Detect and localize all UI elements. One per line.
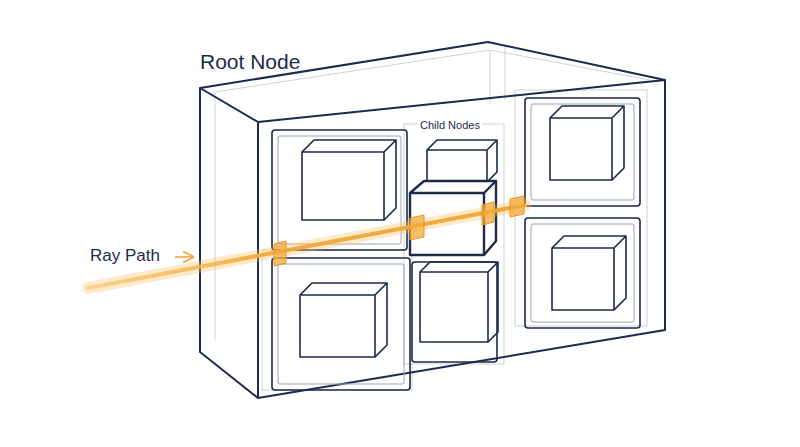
ray-glow xyxy=(88,205,525,288)
guide-line xyxy=(215,92,216,340)
child-box xyxy=(427,140,497,182)
ray-path xyxy=(88,205,525,288)
ray-path-label: Ray Path xyxy=(90,246,160,266)
child-cell-inner xyxy=(278,264,404,384)
child-cell-inner xyxy=(531,224,634,322)
ray-hit-patch xyxy=(510,196,524,217)
child-box xyxy=(550,106,624,180)
child-nodes-label: Child Nodes xyxy=(418,119,482,131)
child-box xyxy=(302,140,396,220)
root-node: Root Node xyxy=(200,50,666,400)
ray-hit-patch xyxy=(482,202,494,225)
child-cell xyxy=(525,98,640,206)
ray-hit-patch xyxy=(274,241,286,266)
ray-label-arrow xyxy=(175,256,192,258)
child-box xyxy=(420,262,498,342)
child-cell-inner xyxy=(531,104,634,200)
child-box xyxy=(552,236,626,310)
ray-hit-patch xyxy=(410,215,424,240)
child-cell xyxy=(525,218,640,328)
guide-cell xyxy=(262,250,412,390)
root-box-edge xyxy=(200,80,665,398)
guide-cell xyxy=(404,124,504,364)
child-cell xyxy=(272,258,410,390)
child-box xyxy=(300,283,387,357)
guide-line xyxy=(490,47,505,104)
child-cell xyxy=(412,262,497,362)
node-heading: Root Node xyxy=(200,50,300,74)
guide-cell xyxy=(515,90,647,326)
